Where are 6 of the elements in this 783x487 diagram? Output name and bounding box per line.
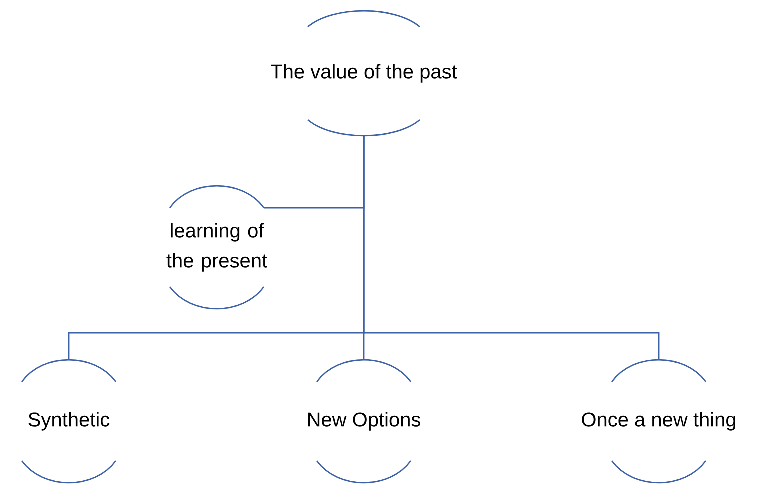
circle-node: The value of the past: [271, 10, 458, 137]
circle-node: Synthetic: [21, 359, 117, 484]
circle-node: learning of the present: [166, 185, 268, 310]
connector-line: [363, 136, 660, 360]
circle-node: Once a new thing: [582, 359, 736, 484]
circle-node: New Options: [308, 359, 420, 484]
